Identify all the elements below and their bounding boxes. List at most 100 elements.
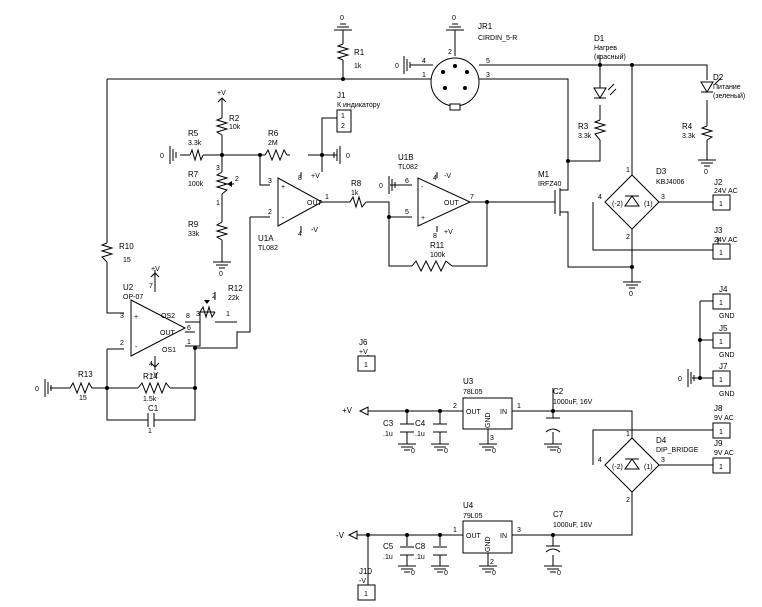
supply-neg-arrow: -V xyxy=(336,530,358,540)
led-d1: D1 Нагрев (красный) xyxy=(593,34,626,99)
svg-text:0: 0 xyxy=(492,570,496,577)
svg-text:U1A: U1A xyxy=(258,234,274,243)
svg-text:J2: J2 xyxy=(714,178,723,187)
opamp-u1b: - + OUT -V +V 6 5 7 4 8 U1B TL082 xyxy=(398,153,474,240)
svg-text:3: 3 xyxy=(196,311,200,318)
svg-text:7: 7 xyxy=(470,194,474,201)
svg-text:R11: R11 xyxy=(430,241,445,250)
svg-text:+V: +V xyxy=(444,229,453,236)
svg-text:3: 3 xyxy=(486,72,490,79)
svg-text:U4: U4 xyxy=(463,501,474,510)
resistor-r6: R6 2M xyxy=(264,129,288,162)
svg-text:R10: R10 xyxy=(119,242,134,251)
svg-text:1: 1 xyxy=(719,250,723,257)
svg-text:1: 1 xyxy=(364,362,368,369)
svg-text:-: - xyxy=(421,184,424,191)
svg-text:3: 3 xyxy=(120,313,124,320)
svg-text:4: 4 xyxy=(598,194,602,201)
connector-j4: 1 J4 GND xyxy=(712,285,735,320)
svg-text:15: 15 xyxy=(123,257,131,264)
svg-text:10k: 10k xyxy=(229,124,241,131)
resistor-r2: R2 10k xyxy=(215,114,241,136)
svg-text:J1: J1 xyxy=(337,91,346,100)
resistor-r14: R14 1.5k xyxy=(137,372,171,403)
svg-text:1: 1 xyxy=(719,464,723,471)
svg-text:0: 0 xyxy=(35,386,39,393)
resistor-r13: R13 15 xyxy=(69,370,93,402)
svg-text:0: 0 xyxy=(678,376,682,383)
svg-text:1: 1 xyxy=(226,311,230,318)
svg-text:0: 0 xyxy=(411,448,415,455)
svg-text:-: - xyxy=(282,215,285,222)
svg-text:1: 1 xyxy=(216,200,220,207)
svg-text:0: 0 xyxy=(444,448,448,455)
svg-text:3: 3 xyxy=(661,457,665,464)
opamp-u1a: + - OUT +V -V 3 2 1 8 4 U1A TL082 xyxy=(258,173,329,252)
svg-text:4: 4 xyxy=(433,175,437,182)
svg-text:TL082: TL082 xyxy=(258,245,278,252)
svg-text:-V: -V xyxy=(336,531,345,540)
bridge-d4: D4 DIP_BRIDGE (-2) (1) 4 3 1 2 xyxy=(598,431,699,504)
svg-text:24V AC: 24V AC xyxy=(714,237,738,244)
svg-text:3: 3 xyxy=(661,194,665,201)
mosfet-m1: M1 IRFZ40 xyxy=(538,170,569,219)
svg-text:R13: R13 xyxy=(78,370,93,379)
connector-j9: 1 J9 9V AC xyxy=(712,439,734,474)
svg-text:1: 1 xyxy=(719,201,723,208)
svg-text:1: 1 xyxy=(719,377,723,384)
svg-text:+: + xyxy=(134,314,138,321)
svg-text:15: 15 xyxy=(79,395,87,402)
svg-text:DIP_BRIDGE: DIP_BRIDGE xyxy=(656,447,699,454)
connector-j6: 1 J6 +V xyxy=(357,338,376,372)
svg-text:9V AC: 9V AC xyxy=(714,415,734,422)
svg-text:100k: 100k xyxy=(188,181,204,188)
resistor-r5: R5 3.3k xyxy=(188,129,204,162)
svg-text:7: 7 xyxy=(149,283,153,290)
svg-text:R7: R7 xyxy=(188,170,199,179)
svg-text:1: 1 xyxy=(453,527,457,534)
svg-text:-V: -V xyxy=(311,227,318,234)
connector-j1: 1 2 J1 К индикатору xyxy=(336,91,381,133)
svg-text:J7: J7 xyxy=(719,362,728,371)
svg-text:4: 4 xyxy=(298,231,302,238)
svg-text:C7: C7 xyxy=(553,510,564,519)
svg-text:0: 0 xyxy=(492,448,496,455)
svg-text:+: + xyxy=(421,215,425,222)
connector-j5: 1 J5 GND xyxy=(712,324,735,359)
svg-text:1000uF, 16V: 1000uF, 16V xyxy=(553,522,593,529)
svg-text:Питание: Питание xyxy=(713,84,741,91)
resistor-r9: R9 33k xyxy=(188,220,229,241)
regulator-u3: OUT IN GND U3 78L05 2 1 3 xyxy=(453,377,521,442)
svg-text:0: 0 xyxy=(395,63,399,70)
svg-text:(красный): (красный) xyxy=(594,53,626,61)
resistor-r8: R8 1k xyxy=(349,179,367,209)
svg-text:33k: 33k xyxy=(188,231,200,238)
svg-text:9V AC: 9V AC xyxy=(714,450,734,457)
svg-text:J4: J4 xyxy=(719,285,728,294)
svg-text:J6: J6 xyxy=(359,338,368,347)
svg-text:J9: J9 xyxy=(714,439,723,448)
svg-text:(-2): (-2) xyxy=(612,201,623,208)
svg-text:R14: R14 xyxy=(143,372,158,381)
supply-pos-r2: +V xyxy=(217,90,227,103)
svg-text:2: 2 xyxy=(490,559,494,566)
svg-text:5: 5 xyxy=(486,58,490,65)
svg-text:OUT: OUT xyxy=(466,533,482,540)
svg-text:.1u: .1u xyxy=(415,431,425,438)
svg-text:79L05: 79L05 xyxy=(463,513,483,520)
svg-text:0: 0 xyxy=(219,271,223,278)
svg-text:U3: U3 xyxy=(463,377,474,386)
svg-text:R3: R3 xyxy=(578,122,589,131)
svg-text:24V AC: 24V AC xyxy=(714,188,738,195)
regulator-u4: OUT IN GND U4 79L05 1 3 2 xyxy=(453,501,521,566)
svg-text:IRFZ40: IRFZ40 xyxy=(538,181,561,188)
potentiometer-r7: R7 100k 3 2 1 xyxy=(188,165,239,207)
svg-text:3: 3 xyxy=(268,178,272,185)
svg-text:22k: 22k xyxy=(228,295,240,302)
svg-text:1: 1 xyxy=(719,300,723,307)
svg-text:2: 2 xyxy=(235,176,239,183)
svg-text:1: 1 xyxy=(626,167,630,174)
svg-text:3: 3 xyxy=(216,165,220,172)
connector-j7: 1 J7 GND xyxy=(712,362,735,398)
